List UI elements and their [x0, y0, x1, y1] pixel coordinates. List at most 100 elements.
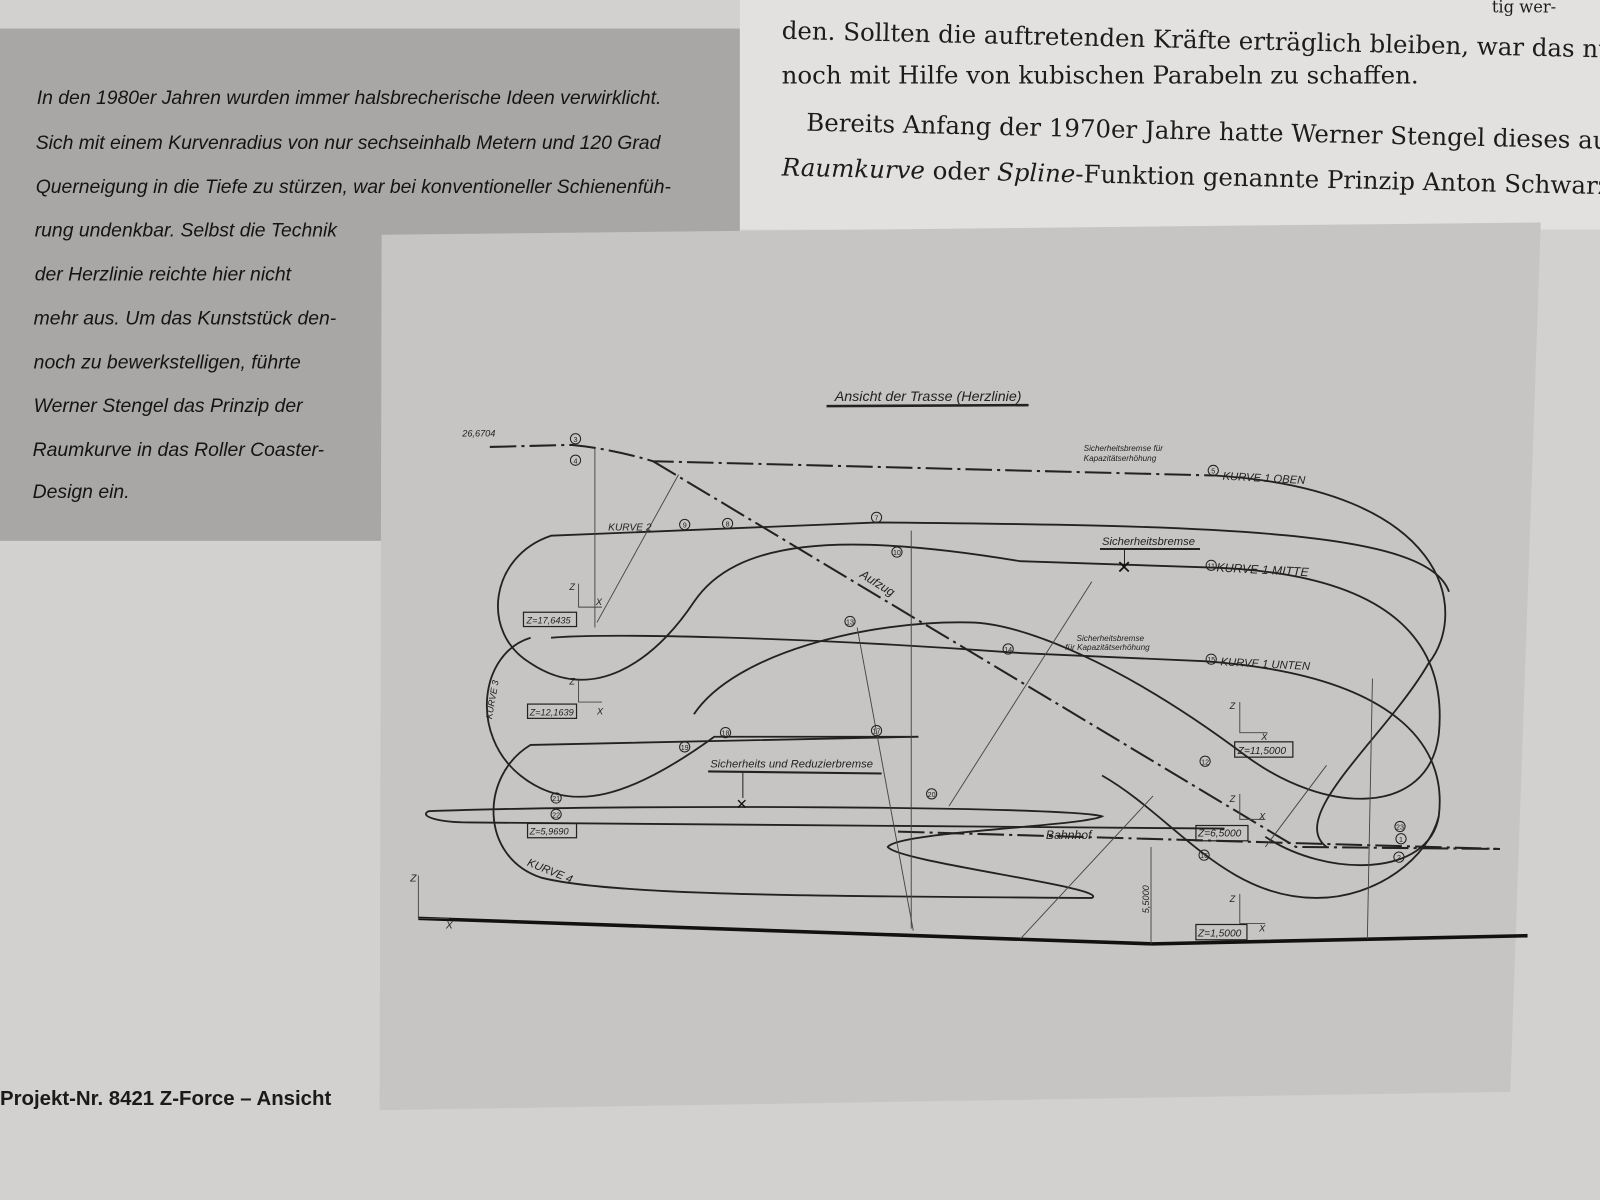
svg-text:15: 15: [1207, 656, 1215, 664]
caption-line: In den 1980er Jahren wurden immer halsbr…: [37, 87, 662, 109]
z-value: Z=11,5000: [1237, 746, 1287, 757]
diagram-title: Ansicht der Trasse (Herzlinie): [834, 389, 1022, 405]
point-marker: 1: [1395, 833, 1407, 845]
svg-text:2: 2: [1397, 854, 1401, 862]
point-marker: 23: [1394, 820, 1406, 833]
brake-marker-icon: ✕: [736, 797, 748, 813]
label-bahnhof: Bahnhof: [1046, 828, 1093, 842]
track-kurve1-oben: [1214, 474, 1447, 848]
point-marker: 7: [870, 511, 883, 523]
svg-text:12: 12: [1201, 758, 1209, 766]
svg-text:22: 22: [552, 811, 560, 819]
point-marker: 9: [679, 518, 691, 531]
track-kurve3: [485, 636, 919, 798]
local-axes: ZX ZX ZX ZX ZX ZX: [409, 582, 1268, 934]
svg-text:3: 3: [574, 436, 578, 444]
text-line: noch mit Hilfe von kubischen Parabeln zu…: [782, 61, 1419, 90]
point-marker: 8: [721, 517, 734, 530]
svg-text:11: 11: [1208, 562, 1215, 570]
label-brake-capacity-low: Sicherheitsbremse: [1077, 634, 1145, 643]
svg-text:16: 16: [1200, 852, 1208, 860]
z-value: Z=17,6435: [526, 615, 572, 625]
track-kurve2: [497, 521, 1450, 800]
svg-text:21: 21: [552, 795, 560, 803]
z-elevation-boxes: Z=17,6435 Z=12,1639 Z=5,9690 Z=11,5000 Z…: [522, 611, 1294, 941]
dimension-5500: 5,5000: [1141, 884, 1151, 913]
svg-text:14: 14: [1004, 646, 1012, 654]
caption-line: noch zu bewerkstelligen, führte: [34, 351, 301, 373]
point-marker: 12: [1199, 755, 1211, 767]
label-kurve1-mitte: KURVE 1 MITTE: [1216, 560, 1310, 579]
svg-text:7: 7: [875, 514, 879, 522]
figure-caption: Projekt-Nr. 8421 Z-Force – Ansicht: [0, 1088, 331, 1110]
label-brake-capacity-low-2: für Kapazitätserhöhung: [1065, 643, 1150, 652]
svg-text:17: 17: [873, 728, 881, 736]
svg-text:19: 19: [681, 744, 689, 752]
caption-line: Werner Stengel das Prinzip der: [34, 395, 304, 417]
caption-block-top: [0, 28, 740, 238]
svg-text:8: 8: [726, 521, 730, 529]
sidebar-caption: In den 1980er Jahren wurden immer halsbr…: [33, 87, 672, 503]
brake-marker-icon: ✕: [1116, 557, 1131, 578]
caption-line: mehr aus. Um das Kunststück den-: [34, 307, 337, 329]
point-marker: 15: [1205, 653, 1217, 665]
emphasis: Spline: [997, 157, 1076, 188]
axis-x: X: [445, 921, 454, 932]
z-value: Z=1,5000: [1197, 929, 1242, 940]
label-kurve1-unten: KURVE 1 UNTEN: [1220, 656, 1311, 673]
text-column-background: [739, 0, 1600, 230]
z-value: Z=5,9690: [529, 827, 570, 837]
point-marker: 11: [1205, 559, 1217, 571]
point-marker: 17: [870, 725, 883, 737]
label-safety-brake: Sicherheitsbremse: [1102, 536, 1195, 548]
top-elevation: 26,6704: [461, 429, 495, 439]
axis-z: Z: [409, 874, 417, 885]
point-marker: 3: [569, 433, 582, 445]
axis-z: Z: [568, 582, 575, 592]
svg-text:5: 5: [1211, 467, 1215, 475]
emphasis: Raumkurve: [780, 152, 925, 184]
point-marker: 4: [569, 454, 582, 466]
caption-block-bottom: [0, 234, 384, 541]
point-marker: 16: [1198, 849, 1210, 861]
point-marker: 18: [719, 727, 732, 739]
axis-z: Z: [1229, 701, 1236, 711]
axis-x: X: [1260, 732, 1268, 742]
label-brake-capacity-top: Sicherheitsbremse für: [1084, 444, 1164, 453]
label-reduction-brake: Sicherheits und Reduzierbremse: [710, 758, 873, 770]
caption-line: rung undenkbar. Selbst die Technik: [35, 220, 339, 242]
svg-text:1: 1: [1399, 836, 1403, 844]
svg-text:4: 4: [574, 457, 578, 465]
label-brake-capacity-top-2: Kapazitätserhöhung: [1084, 454, 1157, 463]
lift-hill: [652, 460, 1501, 850]
caption-line: Design ein.: [33, 481, 130, 503]
construction-lines: [594, 448, 1373, 944]
point-marker: 10: [891, 546, 903, 558]
axis-z: Z: [1229, 894, 1236, 904]
point-marker: 21: [550, 792, 562, 804]
text-span: oder: [925, 156, 998, 187]
svg-text:18: 18: [722, 730, 730, 738]
diagram-panel: [379, 222, 1541, 1111]
track-kurve1-mitte: [550, 634, 1441, 867]
track-loop-low: [425, 735, 1225, 899]
ground-line: [418, 916, 1528, 946]
axis-x: X: [596, 706, 604, 716]
axis-z: Z: [1229, 794, 1236, 804]
label-kurve2: KURVE 2: [608, 523, 652, 534]
caption-line: Sich mit einem Kurvenradius von nur sech…: [36, 132, 662, 154]
point-marker: 22: [550, 808, 562, 820]
svg-text:10: 10: [893, 549, 901, 557]
label-kurve1-oben: KURVE 1 OBEN: [1222, 471, 1306, 487]
axis-x: X: [1258, 811, 1266, 821]
axis-x: X: [1258, 924, 1266, 934]
caption-line: Raumkurve in das Roller Coaster-: [33, 439, 325, 461]
z-value: Z=6,5000: [1197, 829, 1242, 840]
point-marker: 19: [679, 741, 691, 753]
text-line: tig wer-: [1492, 0, 1556, 16]
caption-line: der Herzlinie reichte hier nicht: [35, 264, 293, 286]
track-top: [489, 443, 1215, 477]
axis-z: Z: [568, 677, 575, 687]
point-marker: 2: [1393, 851, 1405, 863]
